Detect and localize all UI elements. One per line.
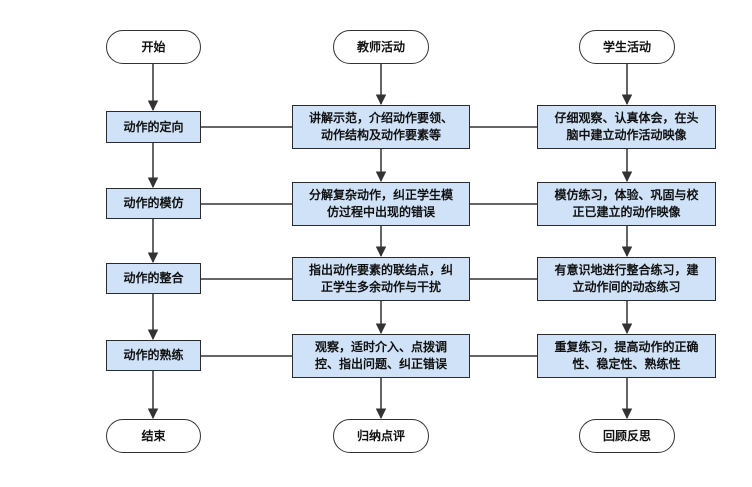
teacher-step-1-line-2: 动作结构及动作要素等 [320, 128, 441, 142]
student-step-1-line-1: 仔细观察、认真体会，在头 [554, 111, 699, 125]
student-step-3: 有意识地进行整合练习，建 立动作间的动态练习 [537, 257, 716, 301]
teacher-step-4-line-2: 控、指出问题、纠正错误 [314, 357, 447, 371]
teacher-step-2-line-1: 分解复杂动作，纠正学生模 [308, 188, 453, 202]
teacher-step-1: 讲解示范，介绍动作要领、 动作结构及动作要素等 [292, 105, 470, 149]
student-step-3-line-2: 立动作间的动态练习 [572, 280, 681, 294]
teacher-step-1-line-1: 讲解示范，介绍动作要领、 [308, 111, 453, 125]
teacher-step-3-line-2: 正学生多余动作与干扰 [320, 280, 441, 294]
student-step-2-line-1: 模仿练习，体验、巩固与校 [554, 188, 699, 202]
student-step-4-line-2: 性、稳定性、熟练性 [572, 357, 681, 371]
teacher-step-3-line-1: 指出动作要素的联结点，纠 [308, 263, 453, 277]
student-step-2: 模仿练习，体验、巩固与校 正已建立的动作映像 [537, 182, 716, 226]
stage-imitation: 动作的模仿 [106, 188, 201, 219]
student-step-2-line-2: 正已建立的动作映像 [572, 205, 681, 219]
student-step-1: 仔细观察、认真体会，在头 脑中建立动作活动映像 [537, 105, 716, 149]
student-step-3-line-1: 有意识地进行整合练习，建 [554, 263, 699, 277]
teacher-end: 归纳点评 [333, 419, 429, 453]
student-step-1-line-2: 脑中建立动作活动映像 [566, 128, 687, 142]
student-step-4-line-1: 重复练习，提高动作的正确 [554, 340, 699, 354]
teacher-header: 教师活动 [333, 30, 429, 64]
stage-integration: 动作的整合 [106, 263, 201, 294]
teacher-step-2: 分解复杂动作，纠正学生模 仿过程中出现的错误 [292, 182, 470, 226]
end-node: 结束 [106, 419, 201, 453]
student-header: 学生活动 [579, 30, 675, 64]
student-step-4: 重复练习，提高动作的正确 性、稳定性、熟练性 [537, 334, 716, 378]
stage-proficiency: 动作的熟练 [106, 340, 201, 371]
teacher-step-4: 观察，适时介入、点拨调 控、指出问题、纠正错误 [292, 334, 470, 378]
teacher-step-4-line-1: 观察，适时介入、点拨调 [314, 340, 447, 354]
student-end: 回顾反思 [579, 419, 675, 453]
teacher-step-3: 指出动作要素的联结点，纠 正学生多余动作与干扰 [292, 257, 470, 301]
start-node: 开始 [106, 30, 201, 64]
stage-orientation: 动作的定向 [106, 111, 201, 143]
teacher-step-2-line-2: 仿过程中出现的错误 [326, 205, 435, 219]
